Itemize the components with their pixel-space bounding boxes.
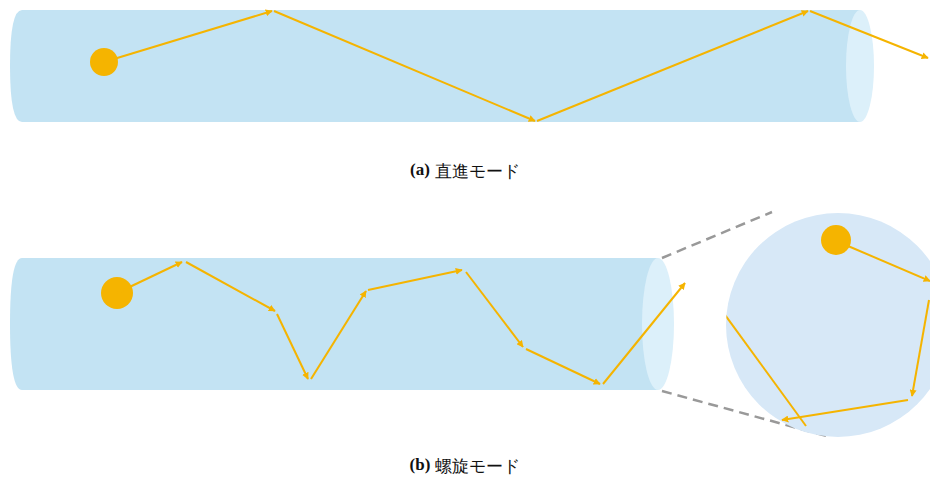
fiber-helical xyxy=(10,212,830,437)
mode-name: 直進モード xyxy=(435,160,520,183)
panel-letter: (b) xyxy=(410,455,431,478)
fiber-straight xyxy=(10,10,928,122)
cross-section xyxy=(720,213,930,437)
figure-caption: (a)直進モード xyxy=(410,160,520,183)
figure-caption: (b)螺旋モード xyxy=(410,455,521,478)
panel-letter: (a) xyxy=(410,160,430,183)
mode-name: 螺旋モード xyxy=(435,455,520,478)
